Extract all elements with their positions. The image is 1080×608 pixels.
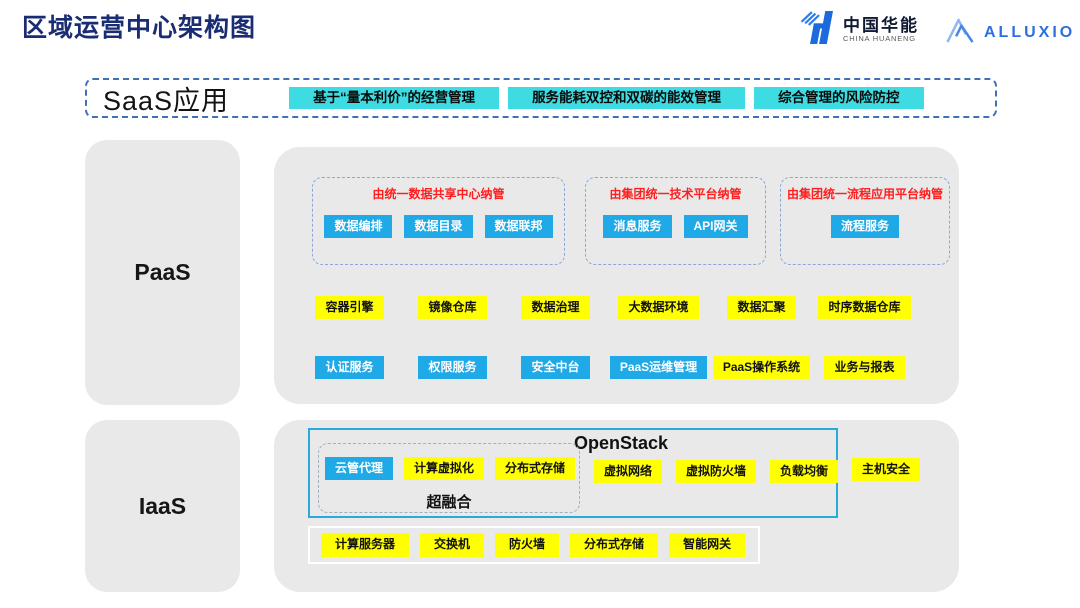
page-title: 区域运营中心架构图: [22, 14, 257, 42]
alluxio-logo-icon: [944, 17, 976, 49]
host-security-chip: 主机安全: [852, 458, 921, 482]
paas-group-chip: 数据编排: [324, 215, 393, 239]
managed-group-process-platform: 由集团统一流程应用平台纳管 流程服务: [780, 177, 950, 265]
paas-group-chip: API网关: [683, 215, 748, 239]
paas-platform-chip: 时序数据仓库: [818, 296, 911, 320]
alluxio-logo-text: ALLUXIO: [984, 24, 1076, 41]
group-item-list: 流程服务: [781, 215, 949, 239]
group-item-list: 消息服务 API网关: [586, 215, 765, 239]
iaas-container: OpenStack 云管代理计算虚拟化分布式存储 超融合 虚拟网络虚拟防火墙负载…: [274, 420, 959, 592]
saas-app-list: 基于“量本利价”的经营管理服务能耗双控和双碳的能效管理综合管理的风险防控: [289, 86, 924, 110]
paas-service-chip: 业务与报表: [824, 356, 905, 380]
paas-service-chip: 权限服务: [418, 356, 487, 380]
hardware-chip: 交换机: [420, 533, 485, 557]
managed-group-data-center: 由统一数据共享中心纳管 数据编排数据目录数据联邦: [312, 177, 565, 265]
huaneng-logo: 中国华能 CHINA HUANENG: [798, 11, 919, 49]
paas-platform-chip: 容器引擎: [315, 296, 384, 320]
paas-container: 由统一数据共享中心纳管 数据编排数据目录数据联邦 由集团统一技术平台纳管 消息服…: [274, 147, 959, 404]
saas-app-chip: 服务能耗双控和双碳的能效管理: [508, 86, 746, 110]
saas-app-chip: 基于“量本利价”的经营管理: [289, 86, 500, 110]
huaneng-logo-icon: [798, 11, 836, 49]
hyperconverged-chip: 分布式存储: [495, 457, 576, 481]
hardware-chip: 智能网关: [669, 533, 746, 557]
paas-platform-chip: 数据治理: [521, 296, 590, 320]
paas-platform-chip: 大数据环境: [618, 296, 699, 320]
paas-platform-chip: 数据汇聚: [727, 296, 796, 320]
hyperconverged-chip: 云管代理: [325, 457, 394, 481]
paas-label-box: PaaS: [85, 140, 240, 405]
saas-layer: SaaS应用 基于“量本利价”的经营管理服务能耗双控和双碳的能效管理综合管理的风…: [85, 78, 997, 118]
hyperconverged-label: 超融合: [426, 494, 472, 511]
paas-platform-row: 容器引擎 镜像仓库 数据治理 大数据环境 数据汇聚时序数据仓库: [298, 296, 916, 320]
iaas-label-box: IaaS: [85, 420, 240, 592]
hardware-chip: 防火墙: [495, 533, 560, 557]
group-title: 由集团统一流程应用平台纳管: [786, 187, 943, 201]
hardware-chip: 分布式存储: [570, 533, 659, 557]
paas-service-chip: PaaS操作系统: [712, 356, 811, 380]
group-item-list: 数据编排数据目录数据联邦: [313, 215, 564, 239]
hyperconverged-item-list: 云管代理计算虚拟化分布式存储: [325, 457, 579, 481]
huaneng-logo-name: 中国华能: [843, 16, 919, 36]
openstack-title: OpenStack: [574, 433, 669, 453]
openstack-item-list: 虚拟网络虚拟防火墙负载均衡: [594, 460, 839, 484]
alluxio-logo: ALLUXIO: [944, 17, 1075, 49]
paas-group-chip: 数据目录: [404, 215, 473, 239]
huaneng-logo-subtitle: CHINA HUANENG: [843, 33, 916, 43]
openstack-chip: 虚拟网络: [594, 460, 663, 484]
hardware-box: 计算服务器交换机防火墙分布式存储智能网关: [308, 526, 760, 564]
openstack-box: OpenStack 云管代理计算虚拟化分布式存储 超融合 虚拟网络虚拟防火墙负载…: [308, 428, 839, 518]
paas-service-chip: PaaS运维管理: [609, 356, 708, 380]
paas-service-chip: 认证服务: [315, 356, 384, 380]
paas-group-chip: 数据联邦: [484, 215, 553, 239]
group-title: 由统一数据共享中心纳管: [372, 187, 505, 201]
hardware-chip: 计算服务器: [321, 533, 410, 557]
paas-platform-chip: 镜像仓库: [418, 296, 487, 320]
paas-label: PaaS: [134, 259, 191, 285]
openstack-chip: 负载均衡: [770, 460, 839, 484]
hyperconverged-chip: 计算虚拟化: [404, 457, 485, 481]
group-title: 由集团统一技术平台纳管: [609, 187, 742, 201]
paas-group-chip: 流程服务: [830, 215, 899, 239]
iaas-label: IaaS: [138, 492, 187, 519]
paas-service-chip: 安全中台: [521, 356, 590, 380]
saas-app-chip: 综合管理的风险防控: [754, 86, 924, 110]
saas-label: SaaS应用: [103, 85, 230, 116]
hyperconverged-box: 云管代理计算虚拟化分布式存储 超融合: [318, 443, 580, 513]
paas-group-chip: 消息服务: [603, 215, 672, 239]
openstack-chip: 虚拟防火墙: [676, 460, 757, 484]
managed-group-tech-platform: 由集团统一技术平台纳管 消息服务 API网关: [585, 177, 766, 265]
